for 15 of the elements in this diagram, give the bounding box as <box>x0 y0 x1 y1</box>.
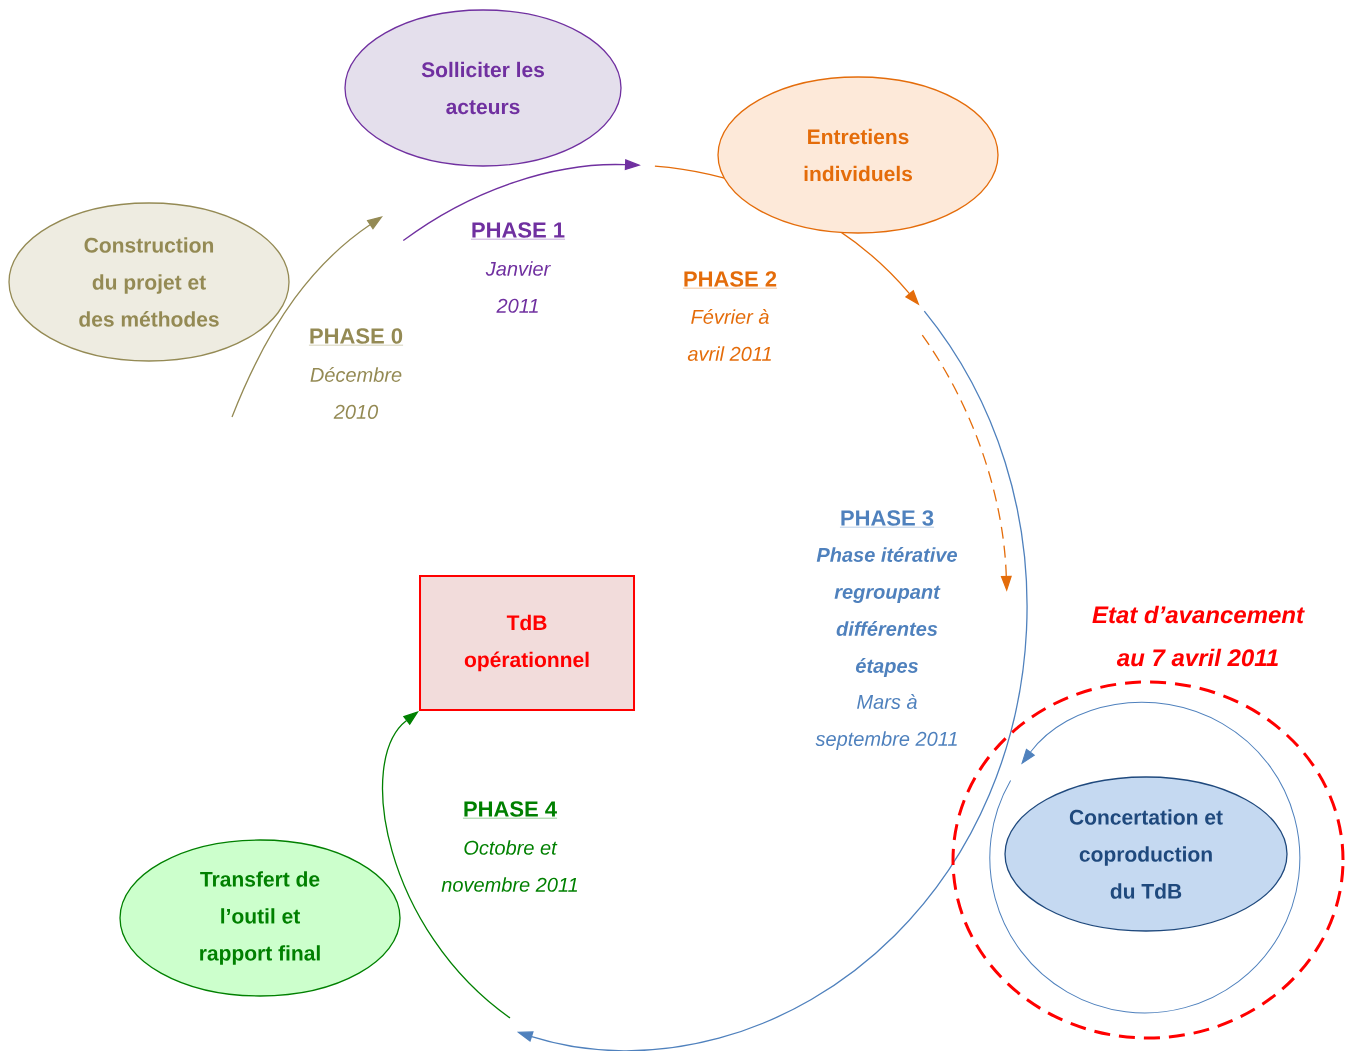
date-text: Octobre et novembre 2011 <box>441 840 578 892</box>
date-text: Février à avril 2011 <box>687 309 771 361</box>
date-text: Décembre 2010 <box>310 367 402 419</box>
phase-description: Phase itérative regroupant différentes étapes <box>816 547 957 677</box>
phase-title: PHASE 1 <box>470 222 566 240</box>
date-text: Mars à septembre 2011 <box>815 694 957 750</box>
circular-arrow <box>989 702 1301 1014</box>
date-text: Janvier 2011 <box>485 261 551 313</box>
arrow <box>382 711 511 1019</box>
phase-title: PHASE 4 <box>462 801 558 819</box>
process-box: TdB opérationnel <box>419 575 635 711</box>
phase-title: PHASE 3 <box>839 510 935 528</box>
phase-title: PHASE 2 <box>682 271 778 289</box>
phase-title: PHASE 0 <box>308 328 404 346</box>
status-heading: Etat d’avancement au 7 avril 2011 <box>1092 605 1305 667</box>
